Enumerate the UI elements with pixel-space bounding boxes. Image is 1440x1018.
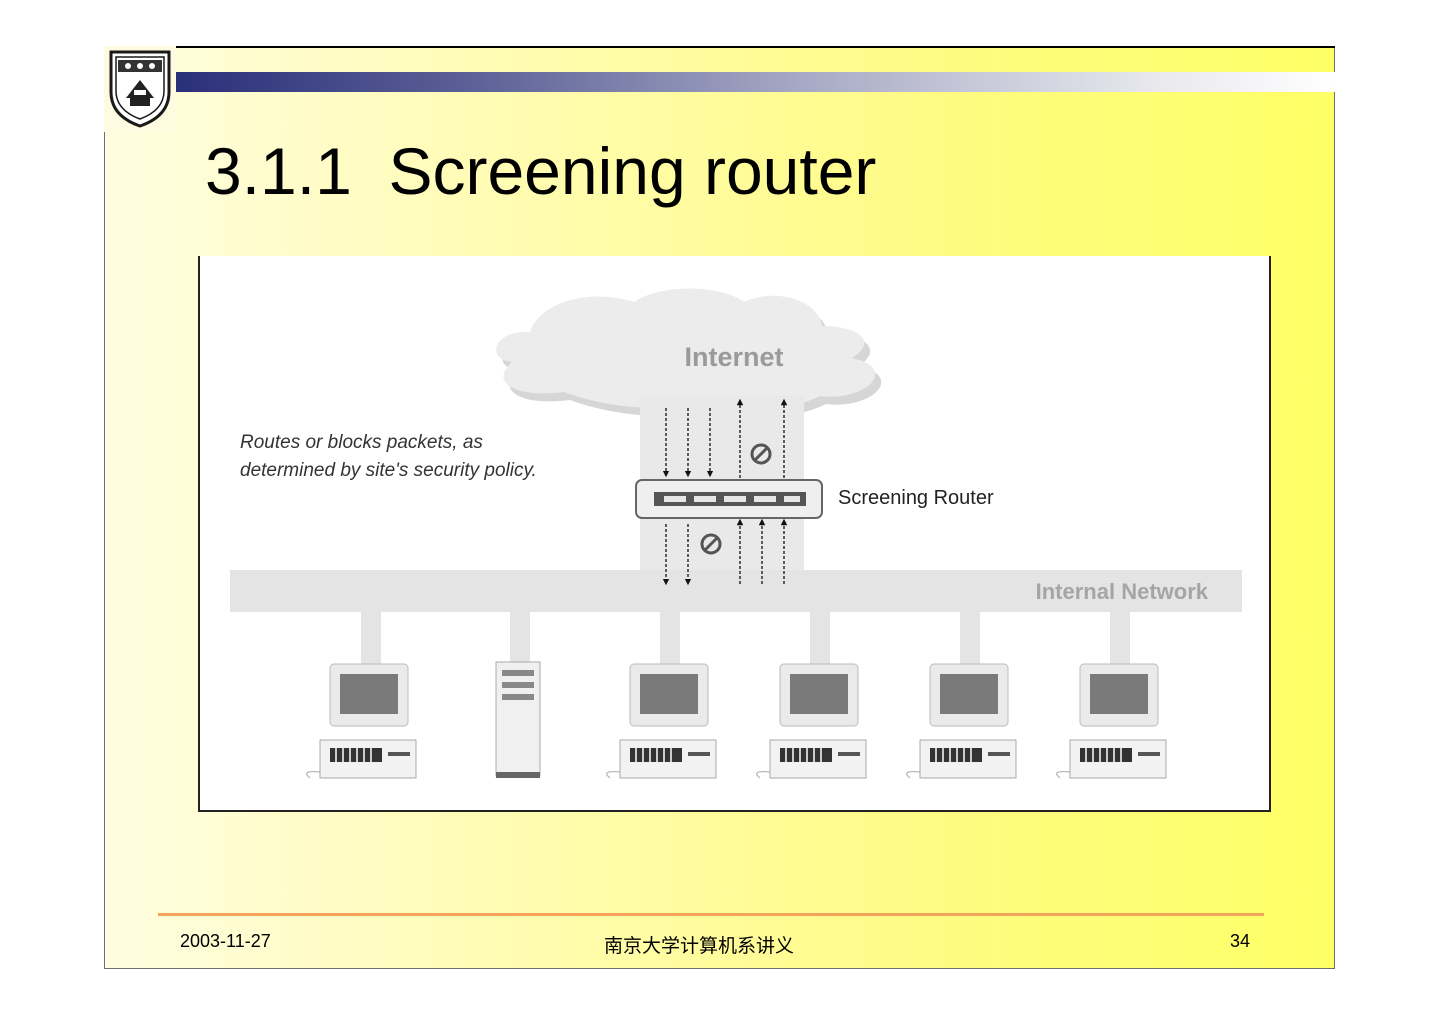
university-seal-icon	[104, 46, 176, 132]
internet-cloud-icon	[496, 288, 882, 417]
header-gradient-bar	[175, 72, 1335, 92]
router-label: Screening Router	[838, 487, 994, 509]
slide-title: 3.1.1 Screening router	[205, 134, 877, 208]
blocked-icon	[700, 533, 722, 555]
packet-arrows-lower	[662, 518, 788, 586]
workstation-icon	[1056, 663, 1167, 779]
server-icon	[495, 661, 541, 778]
footer-date: 2003-11-27	[180, 931, 271, 951]
workstation-icon	[606, 663, 717, 779]
footer-page-number: 34	[1230, 931, 1251, 951]
header-top-rule	[175, 46, 1335, 48]
workstation-icon	[756, 663, 867, 779]
annotation-line-2: determined by site's security policy.	[240, 460, 537, 481]
screening-router-icon	[635, 479, 823, 519]
packet-arrows-upper	[662, 398, 788, 478]
internal-network-bus	[230, 570, 1242, 612]
workstation-icon	[306, 663, 417, 779]
footer-center-text: 南京大学计算机系讲义	[604, 935, 795, 957]
network-label: Internal Network	[1036, 579, 1209, 604]
cloud-label: Internet	[684, 342, 783, 372]
annotation-line-1: Routes or blocks packets, as	[240, 432, 483, 453]
blocked-icon	[750, 443, 772, 465]
host-drop-lines	[361, 612, 1130, 666]
workstation-icon	[906, 663, 1017, 779]
footer-rule	[158, 913, 1264, 916]
network-diagram: Internet Routes or blocks packets, as de…	[198, 256, 1271, 812]
